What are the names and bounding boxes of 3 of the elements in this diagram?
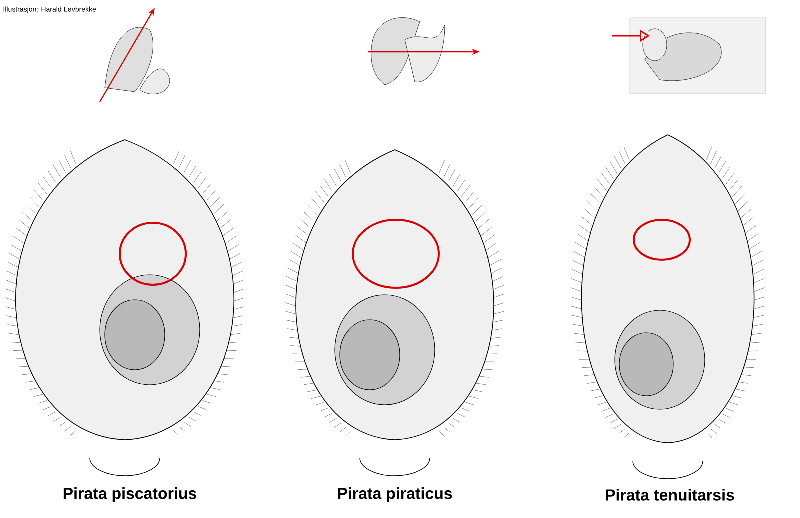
species-name: Pirata tenuitarsis [606,489,734,501]
species-name: Pirata piscatorius [64,488,196,502]
species-name: Pirata piraticus [338,488,452,502]
